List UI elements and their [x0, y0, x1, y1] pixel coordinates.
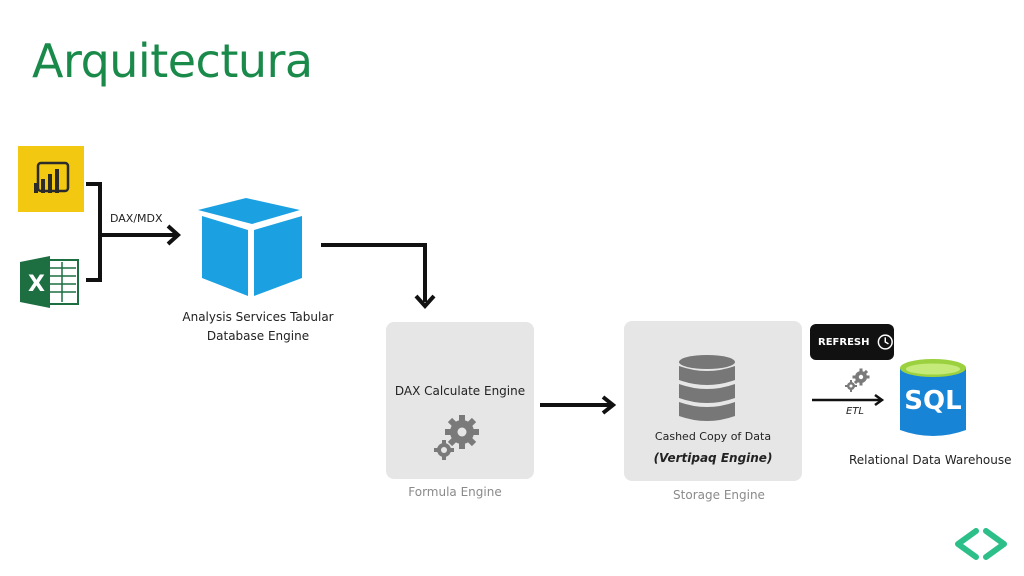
sql-database-icon: SQL: [898, 358, 968, 442]
sql-icon-text: SQL: [904, 386, 962, 416]
analysis-services-label: Analysis Services Tabular Database Engin…: [160, 308, 356, 346]
formula-engine-caption: Formula Engine: [408, 485, 502, 499]
cashed-copy-label: Cashed Copy of Data: [654, 430, 772, 443]
etl-label: ETL: [846, 406, 864, 417]
relational-warehouse-label: Relational Data Warehouse: [849, 453, 1012, 467]
gears-icon: [430, 412, 486, 462]
slide-title: Arquitectura: [32, 34, 313, 88]
etl-gears-icon: [845, 368, 871, 392]
storage-engine-caption: Storage Engine: [673, 488, 765, 502]
excel-icon: X: [20, 256, 80, 308]
clients-bracket: [86, 182, 176, 282]
clock-icon: [878, 334, 894, 350]
analysis-services-label-line1: Analysis Services Tabular: [182, 310, 334, 324]
clients-arrow-head: [166, 224, 181, 246]
vertipaq-engine-label: (Vertipaq Engine): [653, 451, 773, 465]
svg-text:X: X: [28, 272, 45, 297]
chevrons-logo-icon: [952, 528, 1010, 560]
power-bi-icon: [18, 146, 84, 212]
refresh-badge: REFRESH: [810, 324, 894, 360]
as-to-formula-arrow: [321, 243, 427, 302]
refresh-label: REFRESH: [818, 336, 870, 348]
dax-mdx-label: DAX/MDX: [110, 212, 163, 225]
analysis-services-label-line2: Database Engine: [206, 329, 310, 343]
formula-engine-box: [386, 322, 534, 479]
dax-calculate-engine-label: DAX Calculate Engine: [394, 384, 526, 398]
analysis-services-cube-icon: [196, 196, 306, 298]
database-icon: [678, 354, 736, 426]
